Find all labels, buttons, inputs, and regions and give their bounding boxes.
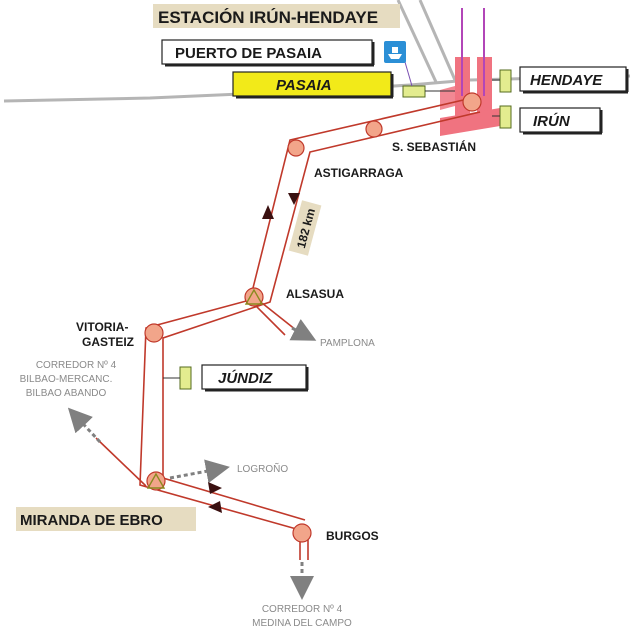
station-alsasua [244, 287, 264, 307]
label-vitoria-1: VITORIA- [76, 320, 128, 334]
arrow-bilbao [67, 407, 102, 444]
miranda-label: MIRANDA DE EBRO [16, 507, 196, 531]
terminal-connectors [163, 61, 500, 379]
junction-triangles [146, 288, 264, 489]
label-medina-1: CORREDOR Nº 4 [262, 604, 343, 615]
distance-label: 182 km [288, 200, 322, 256]
hendaye-label: HENDAYE [519, 66, 629, 94]
south-arrow-2 [208, 482, 222, 494]
pasaia-label: PASAIA [232, 71, 394, 99]
station-burgos [292, 523, 312, 543]
label-pamplona: PAMPLONA [320, 338, 375, 349]
junction-miranda-icon [146, 472, 166, 489]
ship-icon [384, 41, 406, 63]
svg-text:PASAIA: PASAIA [276, 77, 332, 94]
label-bilbao-2: BILBAO-MERCANC. [20, 374, 113, 385]
puerto-de-pasaia-label: PUERTO DE PASAIA [161, 39, 375, 67]
label-medina-2: MEDINA DEL CAMPO [252, 618, 352, 629]
south-arrow-1 [288, 193, 300, 205]
stations [144, 92, 482, 543]
banner-title: ESTACIÓN IRÚN-HENDAYE [158, 8, 378, 27]
box-irun [499, 105, 512, 129]
label-logrono: LOGROÑO [237, 462, 288, 475]
label-s-sebastian: S. SEBASTIÁN [392, 139, 476, 154]
label-bilbao-3: BILBAO ABANDO [26, 388, 107, 399]
box-hendaye [499, 69, 512, 93]
svg-text:JÚNDIZ: JÚNDIZ [218, 369, 273, 387]
label-bilbao-1: CORREDOR Nº 4 [36, 360, 117, 371]
label-alsasua: ALSASUA [286, 287, 344, 301]
branch-arrows [67, 318, 317, 600]
station-vitoria [144, 323, 164, 343]
station-names: S. SEBASTIÁN ASTIGARRAGA ALSASUA VITORIA… [76, 139, 476, 543]
station-irun [462, 92, 482, 112]
north-arrow-2 [208, 501, 222, 513]
station-astigarraga [287, 139, 305, 157]
north-arrow-1 [262, 205, 274, 219]
main-corridor [139, 97, 481, 531]
label-astigarraga: ASTIGARRAGA [314, 166, 404, 180]
svg-text:MIRANDA DE EBRO: MIRANDA DE EBRO [20, 512, 163, 529]
svg-text:PUERTO DE PASAIA: PUERTO DE PASAIA [175, 45, 322, 62]
box-jundiz [179, 366, 192, 390]
arrow-pamplona [289, 318, 317, 341]
direction-arrows [208, 193, 300, 513]
irun-label: IRÚN [519, 107, 603, 135]
label-vitoria-2: GASTEIZ [82, 335, 134, 349]
jundiz-label: JÚNDIZ [201, 364, 309, 392]
station-s-sebastian [365, 120, 383, 138]
border-tracks [461, 8, 485, 96]
label-burgos: BURGOS [326, 529, 379, 543]
arrow-logrono [169, 459, 230, 484]
junction-alsasua-icon [244, 288, 264, 305]
station-miranda [146, 471, 166, 491]
svg-text:HENDAYE: HENDAYE [530, 72, 603, 89]
svg-text:IRÚN: IRÚN [533, 112, 571, 130]
box-pasaia [402, 85, 426, 98]
station-banner: ESTACIÓN IRÚN-HENDAYE [153, 4, 400, 28]
branch-names: PAMPLONA LOGROÑO CORREDOR Nº 4 BILBAO-ME… [20, 338, 376, 629]
